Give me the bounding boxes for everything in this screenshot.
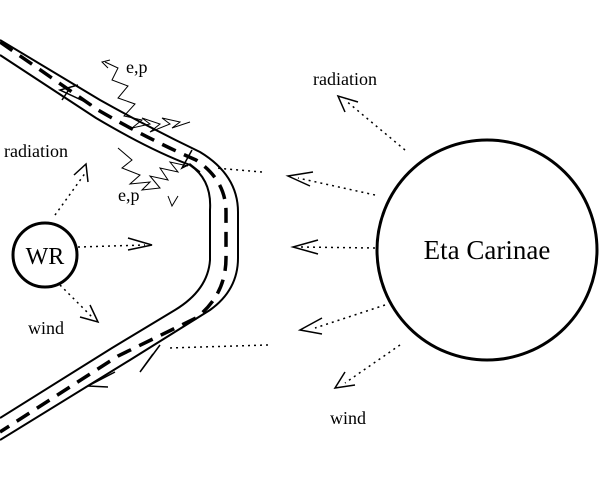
flow-arrow-lower-inner bbox=[139, 344, 161, 373]
shock-boundary-outer bbox=[0, 54, 212, 419]
eta-arrowhead-lower bbox=[297, 317, 323, 335]
eta-arrowhead-middle bbox=[290, 239, 319, 255]
wr-arrows bbox=[54, 162, 153, 324]
eta-wind-arrow bbox=[344, 344, 401, 384]
particle-paths bbox=[101, 59, 191, 208]
eta-arrow-middle bbox=[299, 246, 376, 249]
eta-arrow-lower bbox=[314, 304, 386, 329]
eta-carinae-label: Eta Carinae bbox=[424, 235, 551, 265]
eta-arrows bbox=[167, 94, 406, 389]
shock-boundary-inner bbox=[0, 39, 239, 441]
wr-radiation-arrow bbox=[54, 171, 87, 216]
particle-path-top bbox=[104, 61, 191, 133]
wr-radiation-arrowhead bbox=[73, 162, 89, 183]
eta-wind-arrowhead bbox=[333, 371, 356, 389]
particles-label-top: e,p bbox=[126, 57, 148, 77]
particle-arrowhead-bottom bbox=[167, 195, 179, 208]
wind-label-right: wind bbox=[330, 408, 366, 428]
eta-shock-arrow-top bbox=[214, 167, 263, 173]
radiation-label-right: radiation bbox=[313, 69, 377, 89]
wr-horizontal-arrow bbox=[77, 244, 146, 248]
eta-arrowhead-upper bbox=[285, 171, 314, 187]
wr-horizontal-arrowhead bbox=[127, 237, 153, 251]
eta-carinae-star bbox=[375, 138, 599, 362]
flow-arrow-upper bbox=[57, 84, 93, 106]
eta-shock-arrow-bottom bbox=[167, 344, 269, 349]
particles-label-bottom: e,p bbox=[118, 185, 140, 205]
eta-radiation-arrowhead bbox=[336, 94, 359, 113]
flow-arrow-lower bbox=[85, 371, 116, 388]
wr-label: WR bbox=[26, 244, 65, 270]
eta-radiation-arrow bbox=[344, 99, 406, 151]
particle-path-bottom bbox=[117, 147, 189, 191]
flow-arrow-upper-b bbox=[61, 90, 69, 101]
wind-label-left: wind bbox=[28, 318, 64, 338]
particle-arrowhead-top bbox=[101, 59, 111, 69]
wr-wind-arrowhead bbox=[79, 304, 100, 324]
radiation-label-left: radiation bbox=[4, 141, 68, 161]
wr-star bbox=[11, 221, 79, 289]
eta-arrow-upper bbox=[297, 177, 376, 196]
wr-wind-arrow bbox=[59, 284, 93, 318]
